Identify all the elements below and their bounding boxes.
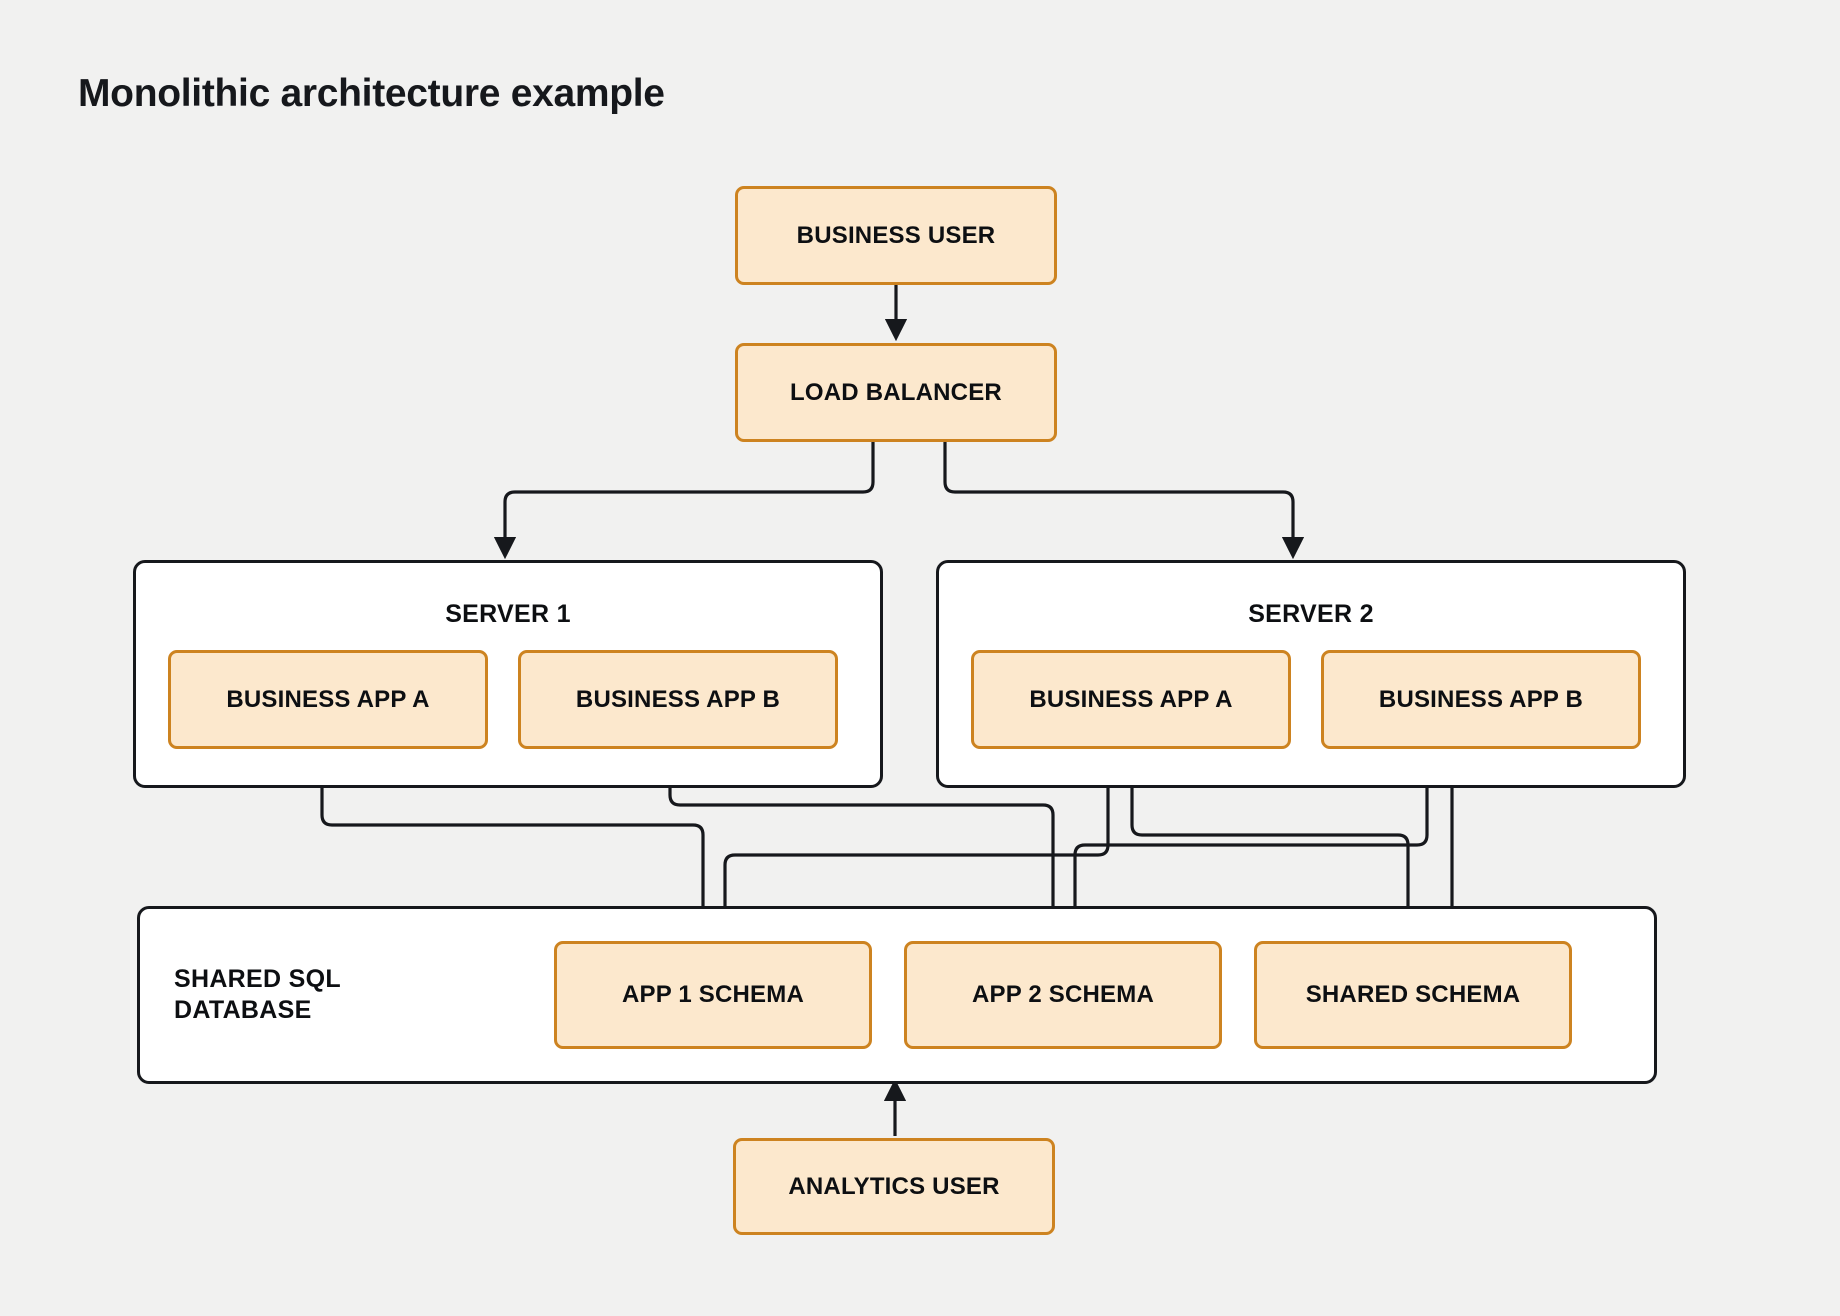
node-business-user-label: BUSINESS USER	[796, 221, 996, 249]
node-shared-schema[interactable]: SHARED SCHEMA	[1254, 941, 1572, 1049]
node-server2-business-app-b-label: BUSINESS APP B	[1378, 685, 1584, 713]
node-analytics-user-label: ANALYTICS USER	[788, 1172, 1000, 1200]
node-app-2-schema-label: APP 2 SCHEMA	[971, 981, 1154, 1008]
node-app-2-schema[interactable]: APP 2 SCHEMA	[904, 941, 1222, 1049]
node-business-user[interactable]: BUSINESS USER	[735, 186, 1057, 285]
node-analytics-user[interactable]: ANALYTICS USER	[733, 1138, 1055, 1235]
node-load-balancer-label: LOAD BALANCER	[790, 378, 1002, 406]
connector-s2appA-to-app1schema	[713, 750, 1110, 942]
node-server2-business-app-a[interactable]: BUSINESS APP A	[971, 650, 1291, 749]
connector-s2appA-to-sharedschema	[1130, 750, 1420, 942]
node-server1-business-app-a-label: BUSINESS APP A	[226, 685, 430, 713]
node-server1-business-app-a[interactable]: BUSINESS APP A	[168, 650, 488, 749]
node-server1-business-app-b-label: BUSINESS APP B	[575, 685, 781, 713]
node-load-balancer[interactable]: LOAD BALANCER	[735, 343, 1057, 442]
connector-s1appA-to-app1schema	[320, 750, 715, 942]
container-server-1-label: SERVER 1	[445, 600, 571, 628]
connector-s2appB-to-app2schema	[1063, 750, 1429, 942]
node-server1-business-app-b[interactable]: BUSINESS APP B	[518, 650, 838, 749]
connector-lb-to-server2	[943, 442, 1305, 560]
node-server2-business-app-a-label: BUSINESS APP A	[1029, 685, 1233, 713]
node-app-1-schema-label: APP 1 SCHEMA	[621, 981, 804, 1008]
container-database-label: SHARED SQL DATABASE	[174, 965, 341, 1025]
container-server-2-label: SERVER 2	[1248, 600, 1374, 628]
connector-lb-to-server1	[493, 442, 875, 560]
connector-s1appB-to-app2schema	[668, 750, 1065, 942]
page-title: Monolithic architecture example	[78, 72, 665, 115]
node-app-1-schema[interactable]: APP 1 SCHEMA	[554, 941, 872, 1049]
node-server2-business-app-b[interactable]: BUSINESS APP B	[1321, 650, 1641, 749]
node-shared-schema-label: SHARED SCHEMA	[1305, 981, 1521, 1008]
